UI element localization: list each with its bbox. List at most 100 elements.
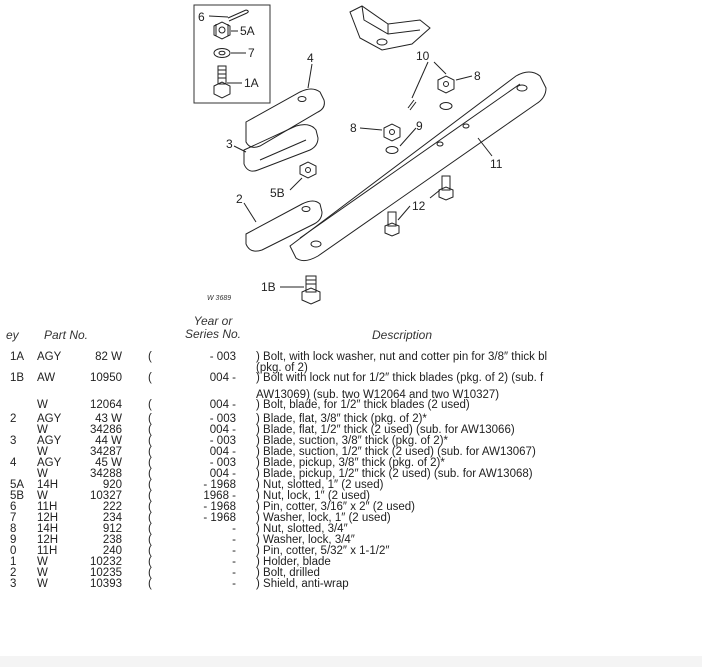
anti-wrap-shield-drawing	[349, 5, 431, 51]
row-year-series: - 003	[209, 457, 236, 469]
callout-5b: 5B	[270, 186, 285, 200]
row-year-series: - 1968	[203, 512, 236, 524]
row-description: ) Blade, pickup, 1/2″ thick (2 used) (su…	[256, 468, 533, 480]
row-part-number: 34286	[90, 424, 122, 436]
row-key: 5A	[10, 479, 25, 491]
row-year-series: 004 -	[209, 424, 236, 436]
row-part-prefix: AGY	[37, 413, 62, 425]
row-description: ) Blade, suction, 3/8″ thick (pkg. of 2)…	[256, 435, 448, 447]
right-hardware-drawing	[359, 61, 473, 154]
row-part-number: 34287	[90, 446, 122, 458]
callout-1b: 1B	[261, 280, 276, 294]
row-paren: (	[148, 457, 152, 469]
lock-nut-drawing	[289, 161, 317, 191]
callout-1a: 1A	[244, 76, 259, 90]
row-description: ) Holder, blade	[256, 556, 331, 568]
row-paren: (	[148, 413, 152, 425]
row-key: 2	[10, 567, 17, 579]
row-description: AW13069) (sub. two W12064 and two W10327…	[256, 389, 500, 401]
row-paren: (	[148, 372, 152, 384]
header-year-line1: Year or	[193, 314, 233, 328]
row-part-prefix: 14H	[37, 523, 59, 535]
blade-flat-drawing	[243, 200, 323, 252]
row-description: ) Bolt, with lock washer, nut and cotter…	[256, 351, 548, 363]
row-paren: (	[148, 479, 152, 491]
row-part-number: 10393	[90, 578, 122, 590]
table-row: 4 AGY 45 W ( - 003 ) Blade, pickup, 3/8″ thic…	[0, 457, 614, 469]
row-key: 1A	[10, 351, 25, 363]
row-year-series: 004 -	[209, 399, 236, 411]
row-paren: (	[148, 578, 152, 590]
row-key: 1B	[10, 372, 25, 384]
row-description: ) Nut, lock, 1″ (2 used)	[256, 490, 371, 502]
header-part-no: Part No.	[44, 328, 89, 342]
row-paren: (	[148, 424, 152, 436]
row-part-number: 912	[102, 523, 122, 535]
row-part-prefix: AGY	[37, 351, 62, 363]
row-part-number: 45 W	[95, 457, 122, 469]
row-key: 1	[10, 556, 17, 568]
row-description: ) Shield, anti-wrap	[256, 578, 349, 590]
row-part-number: 10950	[90, 372, 122, 384]
header-description: Description	[372, 328, 433, 342]
bottom-margin	[0, 656, 702, 667]
row-description: ) Bolt with lock nut for 1/2″ thick blad…	[256, 372, 544, 384]
callout-5a: 5A	[240, 24, 255, 38]
row-part-number: 10235	[90, 567, 122, 579]
row-description: ) Blade, flat, 3/8″ thick (pkg. of 2)*	[256, 413, 427, 425]
row-key: 9	[10, 534, 17, 546]
row-part-prefix: W	[37, 399, 48, 411]
row-part-number: 10327	[90, 490, 122, 502]
row-description: ) Bolt, drilled	[256, 567, 320, 579]
row-part-number: 222	[102, 501, 122, 513]
row-part-prefix: W	[37, 490, 48, 502]
row-paren: (	[148, 468, 152, 480]
row-key: 0	[10, 545, 17, 557]
right-margin	[614, 0, 702, 667]
row-part-prefix: 11H	[37, 545, 58, 557]
row-year-series: 004 -	[209, 372, 236, 384]
callout-8-left: 8	[350, 121, 357, 135]
row-key: 4	[10, 457, 17, 469]
row-year-series: - 003	[209, 413, 236, 425]
row-description: ) Pin, cotter, 3/16″ x 2″ (2 used)	[256, 501, 415, 513]
row-paren: (	[148, 556, 152, 568]
row-part-number: 238	[102, 534, 122, 546]
row-part-number: 82 W	[95, 351, 122, 363]
row-description: ) Bolt, blade, for 1/2″ thick blades (2 …	[256, 399, 470, 411]
table-row: (pkg. of 2)	[0, 362, 614, 374]
row-part-prefix: W	[37, 424, 48, 436]
row-paren: (	[148, 501, 152, 513]
callout-11: 11	[490, 157, 503, 171]
row-year-series: - 003	[209, 435, 236, 447]
row-part-prefix: W	[37, 468, 48, 480]
callout-8-top: 8	[474, 69, 481, 83]
row-key: 6	[10, 501, 17, 513]
row-part-prefix: AGY	[37, 457, 62, 469]
row-key: 2	[10, 413, 17, 425]
row-part-prefix: 11H	[37, 501, 58, 513]
row-key: 8	[10, 523, 17, 535]
row-year-series: -	[232, 534, 236, 546]
row-key: 5B	[10, 490, 25, 502]
row-year-series: -	[232, 545, 236, 557]
parts-catalog-page: 6 5A 7 1A 4 3 5B 2 1B 10 8 8 9 11 12 W 3…	[0, 4, 614, 590]
drilled-bolt-1b-drawing	[280, 275, 321, 305]
row-description: ) Blade, pickup, 3/8″ thick (pkg. of 2)*	[256, 457, 445, 469]
row-description: ) Washer, lock, 3/4″	[256, 534, 355, 546]
row-part-prefix: AGY	[37, 435, 62, 447]
row-key: 3	[10, 435, 17, 447]
row-description: ) Blade, suction, 1/2″ thick (2 used) (s…	[256, 446, 536, 458]
row-year-series: - 1968	[203, 479, 236, 491]
callout-2: 2	[236, 192, 243, 206]
